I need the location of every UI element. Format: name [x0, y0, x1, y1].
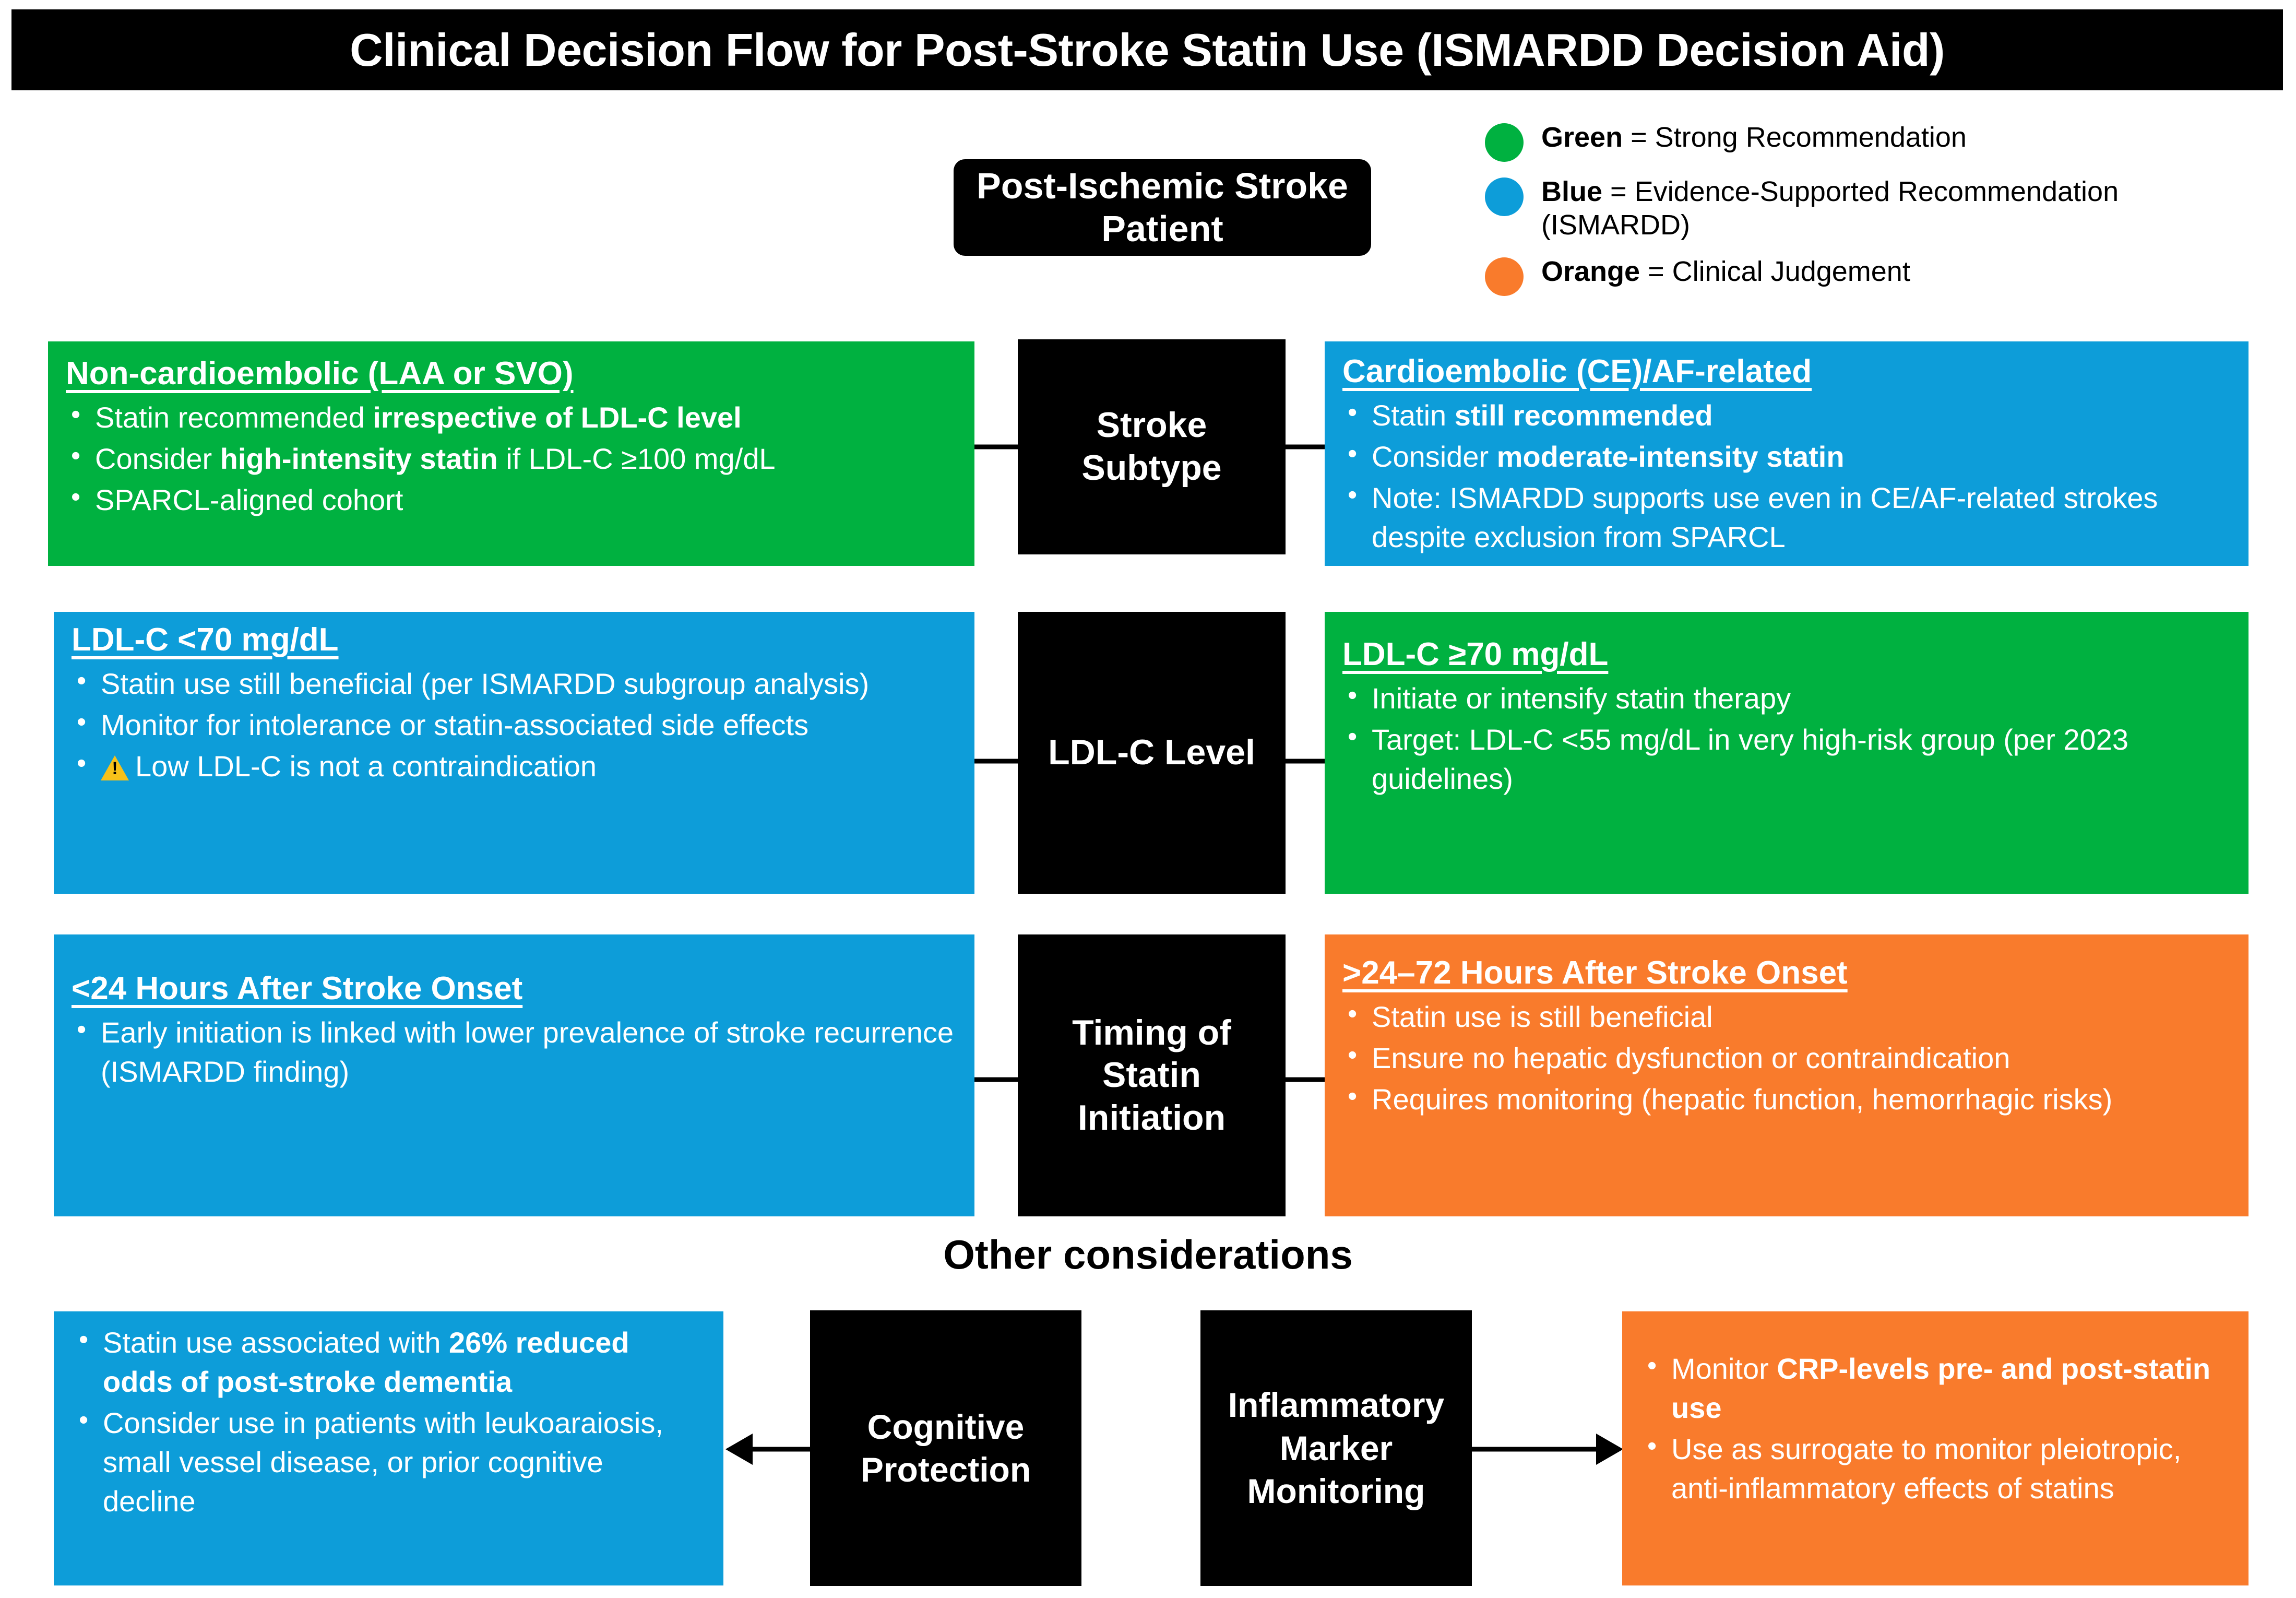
bullet-list: Early initiation is linked with lower pr…: [72, 1012, 957, 1091]
panel-heading: >24–72 Hours After Stroke Onset: [1342, 955, 1848, 991]
bullet-list: Statin still recommendedConsider moderat…: [1342, 395, 2231, 557]
bullet-list: Statin use still beneficial (per ISMARDD…: [72, 663, 957, 786]
bullet-item: Statin use is still beneficial: [1342, 996, 2231, 1036]
node-ldl-c-level[interactable]: LDL-C Level: [1018, 612, 1286, 894]
bullet-list: Statin use associated with 26% reduced o…: [74, 1322, 704, 1521]
bullet-item: Ensure no hepatic dysfunction or contrai…: [1342, 1037, 2231, 1078]
node-label: Timing of Statin Initiation: [1072, 1012, 1231, 1138]
node-label: LDL-C Level: [1048, 732, 1255, 773]
panel-under-24-hours[interactable]: <24 Hours After Stroke OnsetEarly initia…: [54, 934, 974, 1216]
bullet-list: Initiate or intensify statin therapyTarg…: [1342, 678, 2231, 798]
bullet-list: Statin recommended irrespective of LDL-C…: [66, 397, 957, 519]
legend-item: Blue = Evidence-Supported Recommendation…: [1485, 175, 2163, 242]
bullet-item: Use as surrogate to monitor pleiotropic,…: [1642, 1428, 2229, 1508]
node-timing-of-statin-initiation[interactable]: Timing of Statin Initiation: [1018, 934, 1286, 1216]
bullet-item: Consider high-intensity statin if LDL-C …: [66, 438, 957, 478]
panel-heading: Cardioembolic (CE)/AF-related: [1342, 353, 1812, 389]
legend-item-label: Green = Strong Recommendation: [1541, 122, 1967, 153]
panel-ldl-below-70[interactable]: LDL-C <70 mg/dL Statin use still benefici…: [54, 612, 974, 894]
bullet-item: Note: ISMARDD supports use even in CE/AF…: [1342, 477, 2231, 557]
legend-item: Green = Strong Recommendation: [1485, 121, 2163, 162]
legend-item: Orange = Clinical Judgement: [1485, 255, 2163, 297]
bullet-list: Statin use is still beneficialEnsure no …: [1342, 996, 2231, 1119]
node-stroke-subtype[interactable]: Stroke Subtype: [1018, 339, 1286, 554]
node-label: Inflammatory Marker Monitoring: [1228, 1386, 1445, 1511]
legend-item-label: Orange = Clinical Judgement: [1541, 256, 1910, 288]
panel-heading: Non-cardioembolic (LAA or SVO): [66, 356, 574, 392]
panel-ldl-at-or-above-70[interactable]: LDL-C ≥70 mg/dL Initiate or intensify sta…: [1325, 612, 2249, 894]
legend-color-swatch: [1485, 177, 1524, 216]
node-label: Post-Ischemic Stroke Patient: [977, 165, 1348, 249]
bullet-item: Early initiation is linked with lower pr…: [72, 1012, 957, 1091]
bullet-item: Statin recommended irrespective of LDL-C…: [66, 397, 957, 437]
panel-cognitive-protection-details[interactable]: Statin use associated with 26% reduced o…: [54, 1311, 723, 1585]
legend-item-label: Blue = Evidence-Supported Recommendation…: [1541, 176, 2119, 241]
legend-color-swatch: [1485, 257, 1524, 297]
bullet-item: Consider moderate-intensity statin: [1342, 436, 2231, 476]
diagram-title-bar: Clinical Decision Flow for Post-Stroke S…: [11, 9, 2283, 90]
panel-inflammatory-marker-details[interactable]: Monitor CRP-levels pre- and post-statin …: [1622, 1311, 2249, 1585]
bullet-item: Monitor for intolerance or statin-associ…: [72, 704, 957, 744]
panel-24-to-72-hours[interactable]: >24–72 Hours After Stroke OnsetStatin us…: [1325, 934, 2249, 1216]
panel-heading: <24 Hours After Stroke Onset: [72, 970, 523, 1007]
panel-non-cardioembolic[interactable]: Non-cardioembolic (LAA or SVO) Statin rec…: [48, 341, 974, 566]
bullet-item: Initiate or intensify statin therapy: [1342, 678, 2231, 718]
warning-icon: [101, 755, 129, 780]
bullet-item: Consider use in patients with leukoaraio…: [74, 1402, 704, 1521]
bullet-list: Monitor CRP-levels pre- and post-statin …: [1642, 1348, 2229, 1508]
bullet-item: Statin use associated with 26% reduced o…: [74, 1322, 704, 1401]
other-considerations-heading: Other considerations: [943, 1232, 1353, 1277]
panel-heading: LDL-C ≥70 mg/dL: [1342, 636, 1609, 672]
node-cognitive-protection[interactable]: Cognitive Protection: [810, 1310, 1081, 1586]
node-inflammatory-marker-monitoring[interactable]: Inflammatory Marker Monitoring: [1200, 1310, 1472, 1586]
bullet-item: Target: LDL-C <55 mg/dL in very high-ris…: [1342, 719, 2231, 798]
node-label: Stroke Subtype: [1081, 405, 1222, 488]
legend-color-swatch: [1485, 123, 1524, 162]
bullet-item: Statin still recommended: [1342, 395, 2231, 435]
bullet-item: Requires monitoring (hepatic function, h…: [1342, 1079, 2231, 1119]
panel-heading: LDL-C <70 mg/dL: [72, 622, 339, 658]
bullet-item: SPARCL-aligned cohort: [66, 479, 957, 519]
node-label: Cognitive Protection: [860, 1407, 1031, 1489]
bullet-item: Monitor CRP-levels pre- and post-statin …: [1642, 1348, 2229, 1427]
page-title: Clinical Decision Flow for Post-Stroke S…: [350, 23, 1945, 76]
node-post-ischemic-stroke-patient[interactable]: Post-Ischemic Stroke Patient: [954, 159, 1371, 256]
bullet-item: Low LDL-C is not a contraindication: [72, 745, 957, 786]
panel-cardioembolic[interactable]: Cardioembolic (CE)/AF-relatedStatin stil…: [1325, 341, 2249, 566]
bullet-item: Statin use still beneficial (per ISMARDD…: [72, 663, 957, 703]
